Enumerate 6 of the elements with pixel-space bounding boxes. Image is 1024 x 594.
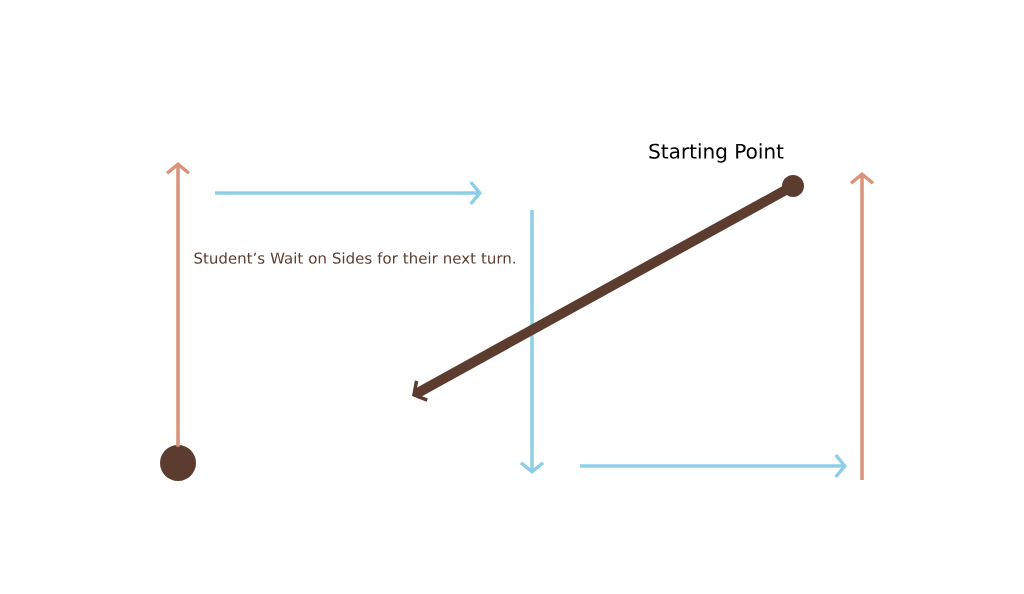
dot (782, 175, 804, 197)
arrow (165, 162, 191, 447)
arrow (412, 186, 788, 402)
note-text: Student’s Wait on Sides for their next turn. (194, 252, 515, 264)
dot (160, 445, 196, 481)
node-caption: Starting Point (649, 143, 784, 163)
